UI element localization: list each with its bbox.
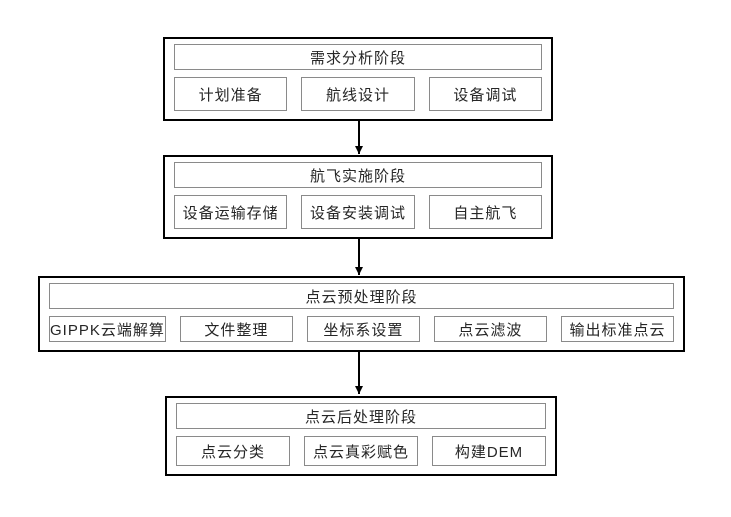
step-file-organization: 文件整理: [179, 316, 293, 342]
stage-pointcloud-postprocessing: 点云后处理阶段 点云分类 点云真彩赋色 构建DEM: [165, 396, 557, 476]
step-output-standard-pointcloud: 输出标准点云: [560, 316, 674, 342]
flow-arrow-down-icon: [355, 121, 362, 154]
step-autonomous-flight: 自主航飞: [428, 195, 542, 229]
step-build-dem: 构建DEM: [432, 436, 546, 466]
stage-title: 点云后处理阶段: [176, 403, 546, 429]
step-pointcloud-truecolor: 点云真彩赋色: [304, 436, 418, 466]
step-pointcloud-classification: 点云分类: [176, 436, 290, 466]
stage-steps-row: 设备运输存储 设备安装调试 自主航飞: [174, 195, 542, 229]
stage-steps-row: GIPPK云端解算 文件整理 坐标系设置 点云滤波 输出标准点云: [49, 316, 674, 342]
step-gippk-cloud-solution: GIPPK云端解算: [49, 316, 166, 342]
stage-flight-implementation: 航飞实施阶段 设备运输存储 设备安装调试 自主航飞: [163, 155, 553, 239]
step-equipment-transport-storage: 设备运输存储: [174, 195, 288, 229]
step-plan-preparation: 计划准备: [174, 77, 288, 111]
step-route-design: 航线设计: [301, 77, 415, 111]
step-coordinate-system-setting: 坐标系设置: [306, 316, 420, 342]
step-equipment-installation-debugging: 设备安装调试: [301, 195, 415, 229]
stage-requirements-analysis: 需求分析阶段 计划准备 航线设计 设备调试: [163, 37, 553, 121]
stage-title: 点云预处理阶段: [49, 283, 674, 309]
stage-title: 航飞实施阶段: [174, 162, 542, 188]
stage-pointcloud-preprocessing: 点云预处理阶段 GIPPK云端解算 文件整理 坐标系设置 点云滤波 输出标准点云: [38, 276, 685, 352]
stage-steps-row: 点云分类 点云真彩赋色 构建DEM: [176, 436, 546, 466]
flow-arrow-down-icon: [355, 239, 362, 275]
step-pointcloud-filtering: 点云滤波: [433, 316, 547, 342]
stage-title: 需求分析阶段: [174, 44, 542, 70]
step-equipment-debugging: 设备调试: [428, 77, 542, 111]
flow-arrow-down-icon: [355, 352, 362, 394]
stage-steps-row: 计划准备 航线设计 设备调试: [174, 77, 542, 111]
